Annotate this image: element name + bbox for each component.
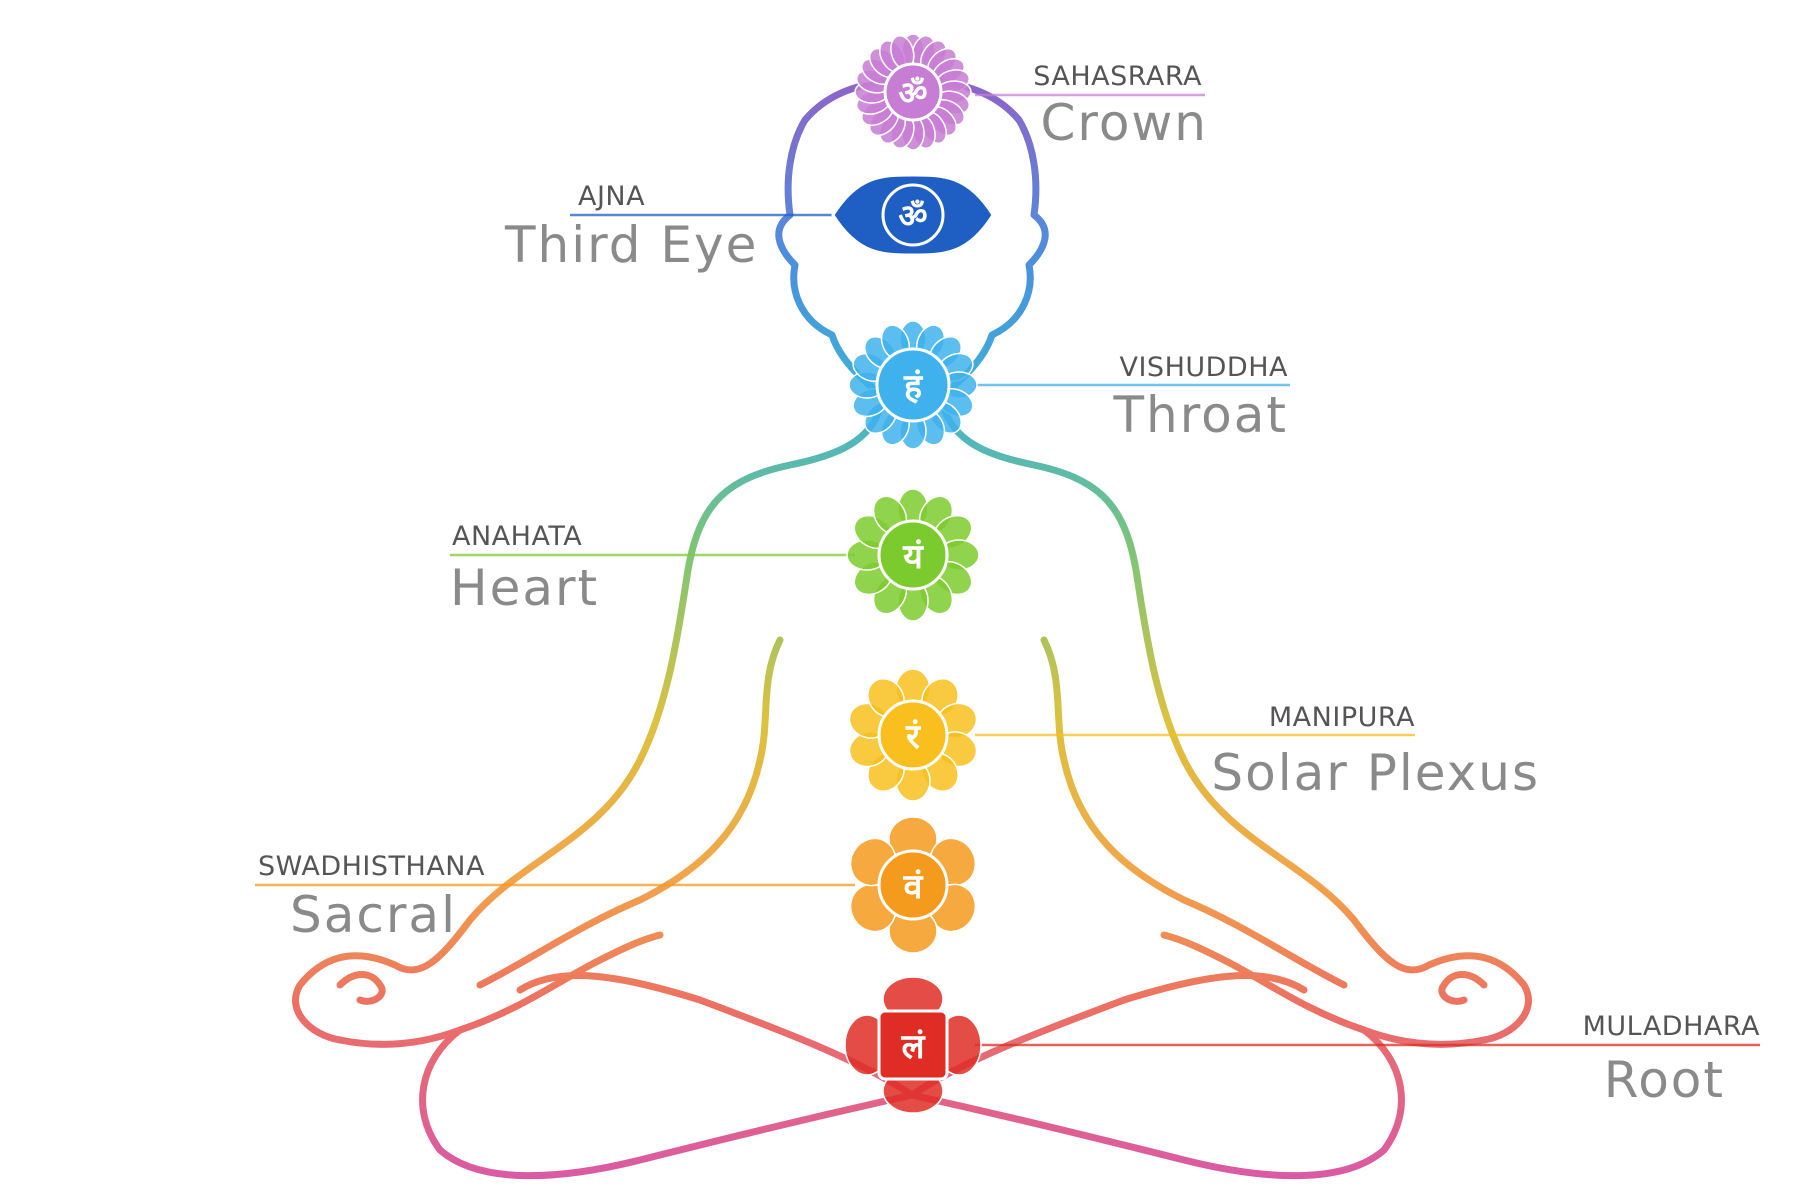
chakra-symbols: ॐ ॐ हं यं रं वं: [831, 33, 995, 1114]
label-sacral: Sacral: [290, 886, 457, 944]
label-vishuddha: VISHUDDHA: [1120, 352, 1289, 383]
solar-plexus-chakra-glyph: रं: [905, 717, 921, 757]
label-crown: Crown: [1040, 94, 1208, 152]
label-heart: Heart: [450, 559, 599, 617]
label-sahasrara: SAHASRARA: [1033, 61, 1202, 92]
label-root: Root: [1604, 1051, 1725, 1109]
sacral-chakra-glyph: वं: [903, 867, 924, 907]
crown-chakra-icon: ॐ: [854, 33, 972, 151]
left-inner-arm: [476, 636, 784, 989]
label-throat: Throat: [1112, 386, 1288, 444]
right-inner-arm: [1040, 636, 1348, 989]
left-arm-outline: [292, 404, 884, 1048]
third-eye-chakra-icon: ॐ: [831, 173, 995, 257]
throat-chakra-icon: हं: [848, 320, 978, 450]
solar-plexus-chakra-icon: रं: [848, 668, 978, 802]
leader-lines: [255, 93, 1760, 1047]
chakra-labels: SAHASRARA Crown AJNA Third Eye VISHUDDHA…: [258, 61, 1760, 1109]
heart-chakra-glyph: यं: [902, 537, 924, 577]
label-ajna: AJNA: [578, 181, 645, 212]
crown-chakra-glyph: ॐ: [898, 74, 927, 112]
right-hand: [1438, 971, 1488, 1005]
root-chakra-icon: लं: [844, 976, 982, 1114]
throat-chakra-glyph: हं: [903, 367, 924, 407]
label-muladhara: MULADHARA: [1583, 1011, 1760, 1042]
root-chakra-glyph: लं: [900, 1027, 926, 1067]
right-arm-outline: [940, 404, 1532, 1048]
label-solar-plexus: Solar Plexus: [1211, 744, 1540, 802]
label-anahata: ANAHATA: [452, 521, 582, 552]
sacral-chakra-icon: वं: [849, 816, 977, 954]
label-manipura: MANIPURA: [1269, 702, 1415, 733]
label-swadhisthana: SWADHISTHANA: [258, 851, 485, 882]
third-eye-chakra-glyph: ॐ: [898, 197, 927, 235]
left-hand: [336, 971, 386, 1005]
label-third-eye: Third Eye: [504, 216, 758, 274]
heart-chakra-icon: यं: [846, 488, 980, 622]
